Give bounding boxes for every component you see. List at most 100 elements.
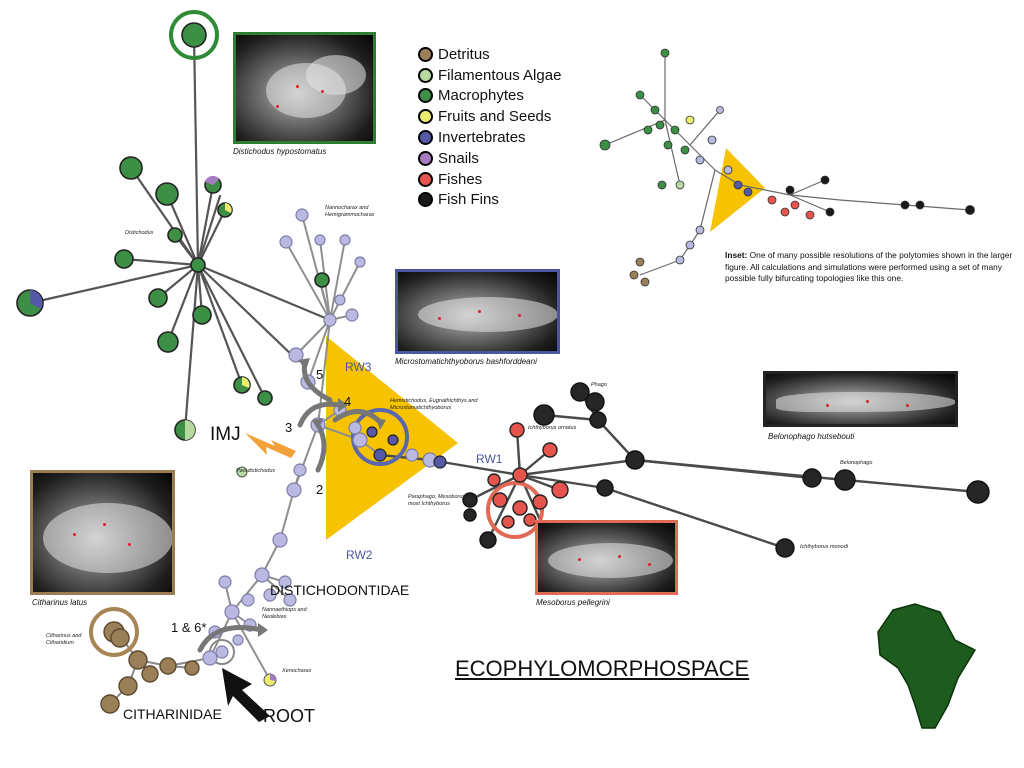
invertebrate-node — [278, 575, 292, 589]
legend-swatch — [418, 109, 433, 125]
green-node — [119, 156, 143, 180]
green-node — [148, 288, 168, 308]
fin-node — [463, 508, 477, 522]
mixed-node-fruits2 — [242, 377, 250, 388]
label-paradistichodus: Paradistichodus — [236, 468, 276, 474]
invertebrate-node — [288, 347, 304, 363]
detritus-node — [159, 657, 177, 675]
invertebrate-node — [224, 604, 240, 620]
legend-swatch — [418, 192, 433, 208]
detritus-node — [100, 694, 120, 714]
belonophago-photo — [763, 371, 958, 427]
label-distichodontidae: DISTICHODONTIDAE — [270, 582, 410, 598]
legend-item-fruits-and-seeds: Fruits and Seeds — [418, 106, 561, 127]
label-step-2: 2 — [316, 482, 324, 497]
legend-label: Filamentous Algae — [438, 66, 562, 84]
label-step-1-6: 1 & 6* — [171, 620, 207, 635]
label-step-3: 3 — [285, 420, 293, 435]
microstomatichthyoborus-photo — [395, 269, 560, 354]
invertebrate-node — [279, 235, 293, 249]
invertebrate-node — [215, 645, 229, 659]
fin-node — [802, 468, 822, 488]
green-node — [157, 331, 179, 353]
detritus-node — [128, 650, 148, 670]
mixed-node-snails — [205, 175, 219, 185]
inset-triangle — [710, 148, 765, 232]
label-xenocharax: Xenocharax — [282, 668, 312, 674]
label-nannocharax: Nannocharax and Hemigrammocharax — [325, 205, 375, 218]
legend-label: Fruits and Seeds — [438, 108, 552, 126]
fin-node — [834, 469, 856, 491]
fin-node — [585, 392, 605, 412]
legend-item-fish-fins: Fish Fins — [418, 190, 561, 211]
label-citharinidae: CITHARINIDAE — [123, 706, 222, 722]
fin-node — [479, 531, 497, 549]
invertebrate-node — [254, 567, 270, 583]
green-node — [190, 257, 206, 273]
fish-node — [532, 494, 548, 510]
fish-node — [501, 515, 515, 529]
legend-swatch — [418, 46, 433, 62]
label-root: ROOT — [263, 706, 315, 726]
invertebrate-node — [339, 234, 351, 246]
label-imj: IMJ — [210, 424, 241, 445]
label-rw2: RW2 — [346, 548, 373, 562]
legend-swatch — [418, 67, 433, 83]
label-step-4: 4 — [344, 394, 352, 409]
green-node — [114, 249, 134, 269]
legend-label: Fishes — [438, 170, 483, 188]
invertebrate-node — [232, 634, 244, 646]
inset-heading: Inset: — [725, 250, 748, 260]
label-nannaethiops: Nannaethiops and Neolebias — [262, 607, 307, 620]
transition-arrowheads — [258, 358, 386, 637]
inset-body: One of many possible resolutions of the … — [725, 250, 1013, 283]
label-phago: Phago — [591, 382, 607, 388]
mixed-node-fruits — [225, 203, 232, 213]
fish-node — [509, 422, 525, 438]
fin-node — [589, 411, 607, 429]
microstomatichthyoborus-caption: Microstomatichthyoborus bashforddeani — [395, 357, 537, 366]
invertebrate-dark-node — [366, 426, 378, 438]
invertebrate-node — [345, 308, 359, 322]
invertebrate-node — [202, 650, 218, 666]
invertebrate-node — [334, 294, 346, 306]
xenocharax-node-part — [270, 673, 277, 681]
invertebrate-node — [405, 448, 419, 462]
green-node — [181, 22, 207, 48]
invertebrate-node — [295, 208, 309, 222]
label-paraphago: Paraphago, Mesoborus and most Ichthyboru… — [408, 494, 476, 507]
legend-label: Macrophytes — [438, 87, 524, 105]
invertebrate-node — [352, 432, 368, 448]
belonophago-caption: Belonophago hutsebouti — [768, 432, 855, 441]
citharinus-ring — [89, 607, 139, 657]
legend-label: Snails — [438, 149, 479, 167]
legend-item-macrophytes: Macrophytes — [418, 86, 561, 107]
invertebrate-node — [286, 482, 302, 498]
label-distichodus: Distichodus — [125, 230, 154, 236]
detritus-node — [110, 628, 130, 648]
label-step-5: 5 — [316, 367, 324, 382]
mesoborus-caption: Mesoborus pellegrini — [536, 598, 610, 607]
detritus-node — [184, 660, 200, 676]
fin-node — [625, 450, 645, 470]
label-ichthyborus-monodi: Ichthyborus monodi — [800, 544, 848, 550]
distichodus-ring — [169, 10, 219, 60]
green-node — [155, 182, 179, 206]
microstomatichthyoborus-ring — [351, 408, 409, 466]
fin-node — [462, 492, 478, 508]
legend-label: Fish Fins — [438, 191, 499, 209]
legend-item-snails: Snails — [418, 148, 561, 169]
distichodus-caption: Distichodus hypostomatus — [233, 147, 327, 156]
distichodus-photo — [233, 32, 376, 144]
fish-node — [492, 492, 508, 508]
africa-map — [877, 603, 977, 729]
invertebrate-node — [323, 313, 337, 327]
label-citharinus: Citharinus and Citharidium — [46, 633, 82, 646]
legend-item-fishes: Fishes — [418, 169, 561, 190]
legend-item-invertebrates: Invertebrates — [418, 127, 561, 148]
invertebrate-node — [354, 256, 366, 268]
label-rw1: RW1 — [476, 452, 503, 466]
green-node — [192, 305, 212, 325]
